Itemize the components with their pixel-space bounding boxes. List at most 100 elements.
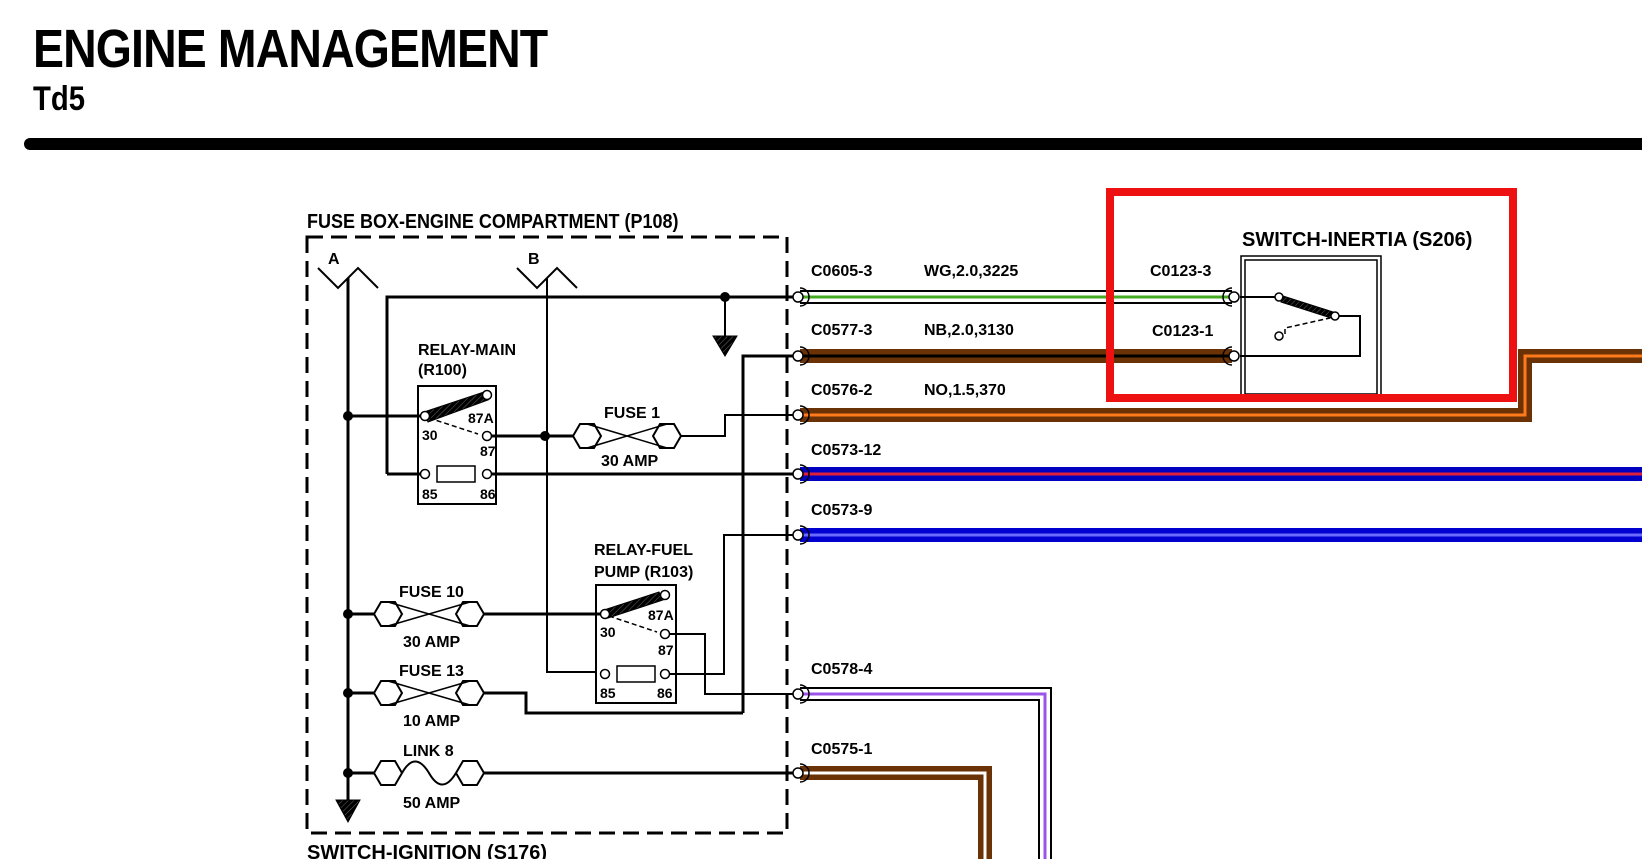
pin-86-label: 86 xyxy=(657,685,673,701)
ground-arrow-icon xyxy=(712,335,738,357)
fuse-element xyxy=(387,601,471,627)
wire-c0575-1: C0575-1 xyxy=(792,741,992,859)
wire xyxy=(484,691,743,715)
fuse-13-rating: 10 AMP xyxy=(403,713,461,730)
pin-85 xyxy=(599,668,611,680)
connector-pin-icon xyxy=(1228,350,1240,362)
wire-spec-label: NO,1.5,370 xyxy=(924,382,1006,399)
fuse-13-name: FUSE 13 xyxy=(399,663,464,680)
link-8-name: LINK 8 xyxy=(403,743,454,760)
ground-arrow-icon xyxy=(335,799,361,824)
connector-label: C0576-2 xyxy=(811,382,872,399)
splice-dot xyxy=(343,411,353,421)
relay-fuel-pump: RELAY-FUEL PUMP (R103) 30 87A 87 85 86 xyxy=(594,542,693,704)
wire-c0573-9: C0573-9 xyxy=(792,502,1642,545)
relay-fuel-id: PUMP (R103) xyxy=(594,564,693,581)
relay-main: RELAY-MAIN (R100) 30 87A 87 85 86 xyxy=(343,342,516,505)
switch-ignition-title: SWITCH-IGNITION (S176) xyxy=(307,842,547,859)
connector-label: C0578-4 xyxy=(811,661,872,678)
feed-a-label: A xyxy=(328,251,340,268)
highlight-box xyxy=(1106,188,1517,402)
feed-b-wire xyxy=(546,278,605,673)
wire-c0576-2: C0576-2 NO,1.5,370 xyxy=(792,349,1642,425)
pin-86 xyxy=(481,468,493,480)
link-element xyxy=(401,760,457,786)
relay-main-box xyxy=(417,385,497,505)
feed-b-label: B xyxy=(528,251,540,268)
fuse-10-rating: 30 AMP xyxy=(403,634,461,651)
page-subtitle: Td5 xyxy=(33,80,85,118)
wire-spec-label: NB,2.0,3130 xyxy=(924,322,1014,339)
fuse-1-name: FUSE 1 xyxy=(604,405,660,422)
fuse-box-title: FUSE BOX-ENGINE COMPARTMENT (P108) xyxy=(307,211,678,233)
connector-label: C0577-3 xyxy=(811,322,872,339)
wire-c0578-4-internal xyxy=(670,633,793,695)
fuse-13: FUSE 13 10 AMP xyxy=(343,663,743,730)
relay-main-id: (R100) xyxy=(418,362,467,379)
switch-inertia-box xyxy=(1240,255,1382,399)
pin-87-label: 87 xyxy=(658,642,674,658)
pin-85-label: 85 xyxy=(600,685,616,701)
pin-87 xyxy=(481,430,493,442)
pin-87-label: 87 xyxy=(480,443,496,459)
connector-pin-icon xyxy=(792,688,804,700)
relay-main-name: RELAY-MAIN xyxy=(418,342,516,359)
connector-pin-icon xyxy=(792,409,804,421)
relay-coil xyxy=(616,665,656,683)
splice-dot xyxy=(540,431,550,441)
wire-c0573-9-internal xyxy=(670,534,793,675)
relay-contact-alt xyxy=(428,417,479,435)
feed-a: A xyxy=(317,251,379,824)
pin-30 xyxy=(599,608,611,620)
connector-label: C0605-3 xyxy=(811,263,872,280)
pin-30-label: 30 xyxy=(422,427,438,443)
wire-c0577-3: C0577-3 NB,2.0,3130 xyxy=(792,322,1240,366)
switch-inertia: SWITCH-INERTIA (S206) C0123-3 C0123-1 xyxy=(1150,229,1472,399)
pin-30 xyxy=(419,410,431,422)
pin-86-label: 86 xyxy=(480,486,496,502)
pin-c0123-1-label: C0123-1 xyxy=(1152,323,1213,340)
link-8: LINK 8 50 AMP xyxy=(343,743,793,812)
wire-c0576-2-internal xyxy=(681,414,793,437)
pin-87a xyxy=(481,389,493,401)
pin-85 xyxy=(419,468,431,480)
switch-inertia-title: SWITCH-INERTIA (S206) xyxy=(1242,229,1472,251)
pin-86 xyxy=(659,668,671,680)
connector-pin-icon xyxy=(792,291,804,303)
wire-c0573-12: C0573-12 xyxy=(792,442,1642,484)
connector-label: C0573-9 xyxy=(811,502,872,519)
connector-pin-icon xyxy=(792,468,804,480)
relay-coil xyxy=(436,465,476,483)
connector-pin-icon xyxy=(792,529,804,541)
connector-pin-icon xyxy=(792,350,804,362)
connector-pin-icon xyxy=(1228,291,1240,303)
fuse-element xyxy=(586,423,668,449)
pin-87a xyxy=(659,589,671,601)
fuse-element xyxy=(387,680,471,706)
wire-spec-label: WG,2.0,3225 xyxy=(924,263,1018,280)
pin-30-label: 30 xyxy=(600,624,616,640)
pin-85-label: 85 xyxy=(422,486,438,502)
fuse-1: FUSE 1 30 AMP xyxy=(571,405,683,470)
wire-c0578-4: C0578-4 xyxy=(792,661,1052,859)
relay-fuel-name: RELAY-FUEL xyxy=(594,542,693,559)
fuse-1-rating: 30 AMP xyxy=(601,453,659,470)
connector-label: C0573-12 xyxy=(811,442,881,459)
page-title: ENGINE MANAGEMENT xyxy=(33,19,548,79)
feed-b: B xyxy=(516,251,605,673)
connector-label: C0575-1 xyxy=(811,741,872,758)
wire-c0605-3: C0605-3 WG,2.0,3225 xyxy=(792,263,1240,307)
wire-c0577-3-internal xyxy=(741,354,793,713)
pin-87a-label: 87A xyxy=(468,410,494,426)
pin-87 xyxy=(659,628,671,640)
header-divider xyxy=(24,138,1642,150)
pin-87a-label: 87A xyxy=(648,607,674,623)
fuse-10-name: FUSE 10 xyxy=(399,584,464,601)
connector-pin-icon xyxy=(792,767,804,779)
link-8-rating: 50 AMP xyxy=(403,795,461,812)
pin-c0123-3-label: C0123-3 xyxy=(1150,263,1211,280)
fuse-10: FUSE 10 30 AMP xyxy=(343,584,600,651)
relay-contact-alt xyxy=(608,615,658,633)
